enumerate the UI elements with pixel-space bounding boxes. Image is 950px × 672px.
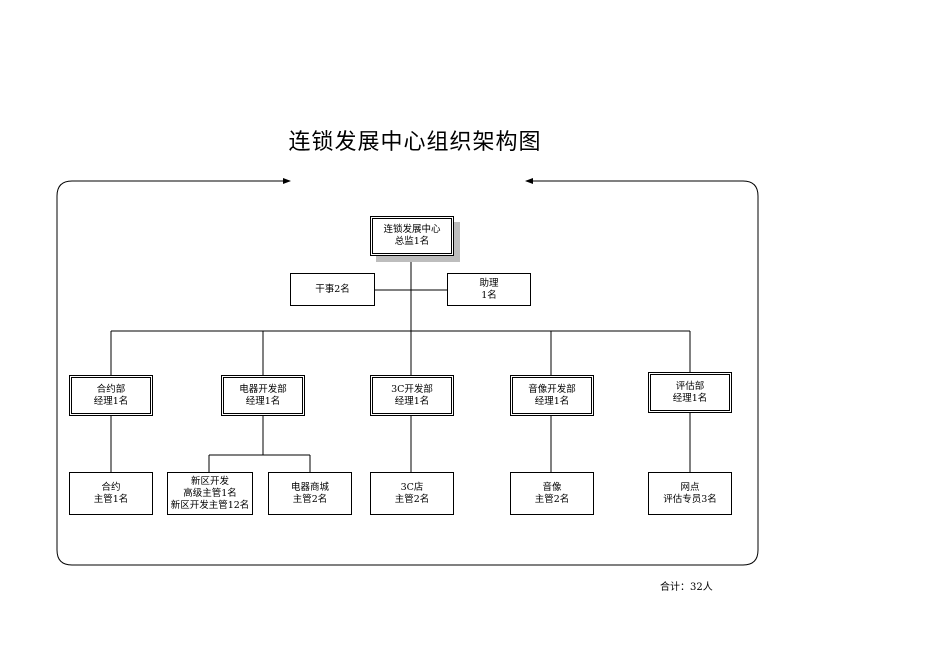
team-title: 新区开发 [190, 475, 229, 487]
team-contract-node: 合约 主管1名 [69, 472, 153, 515]
dept-title: 3C开发部 [391, 383, 433, 395]
team-title: 网点 [680, 481, 700, 493]
dept-contract-node: 合约部 经理1名 [69, 375, 153, 416]
team-title: 电器商城 [290, 481, 329, 493]
team-3c-store-node: 3C店 主管2名 [370, 472, 454, 515]
team-audiovideo-node: 音像 主管2名 [510, 472, 594, 515]
team-title: 合约 [101, 481, 121, 493]
team-count: 评估专员3名 [663, 493, 717, 505]
team-title: 音像 [542, 481, 562, 493]
staff-assistant-count: 1名 [481, 289, 497, 301]
team-appliance-mall-node: 电器商城 主管2名 [268, 472, 352, 515]
team-newarea-node: 新区开发 高级主管1名 新区开发主管12名 [167, 472, 253, 515]
root-count: 总监1名 [394, 236, 430, 247]
chart-title: 连锁发展中心组织架构图 [288, 130, 542, 155]
frame-left-arrow [56, 180, 759, 566]
dept-audiovideo-node: 音像开发部 经理1名 [510, 375, 594, 416]
staff-clerk-label: 干事2名 [315, 283, 350, 295]
dept-title: 评估部 [675, 380, 705, 392]
dept-title: 电器开发部 [239, 383, 287, 395]
team-count: 主管2名 [394, 493, 430, 505]
staff-assistant-title: 助理 [479, 277, 499, 289]
dept-count: 经理1名 [93, 395, 129, 407]
team-count: 主管1名 [93, 493, 129, 505]
dept-title: 合约部 [96, 383, 126, 395]
dept-count: 经理1名 [534, 395, 570, 407]
dept-count: 经理1名 [245, 395, 281, 407]
root-node: 连锁发展中心 总监1名 [370, 216, 454, 256]
dept-title: 音像开发部 [528, 383, 576, 395]
team-count-extra: 新区开发主管12名 [170, 499, 250, 511]
dept-3c-node: 3C开发部 经理1名 [370, 375, 454, 416]
team-count: 主管2名 [292, 493, 328, 505]
dept-appliance-node: 电器开发部 经理1名 [221, 375, 305, 416]
dept-assessment-node: 评估部 经理1名 [648, 372, 732, 413]
total-headcount: 合计：32人 [660, 582, 713, 593]
root-title: 连锁发展中心 [383, 224, 441, 235]
team-count: 高级主管1名 [183, 487, 237, 499]
team-title: 3C店 [400, 481, 424, 493]
team-count: 主管2名 [534, 493, 570, 505]
team-outlet-node: 网点 评估专员3名 [648, 472, 732, 515]
staff-clerk-node: 干事2名 [290, 273, 375, 306]
dept-count: 经理1名 [394, 395, 430, 407]
dept-count: 经理1名 [672, 392, 708, 404]
staff-assistant-node: 助理 1名 [447, 273, 531, 306]
